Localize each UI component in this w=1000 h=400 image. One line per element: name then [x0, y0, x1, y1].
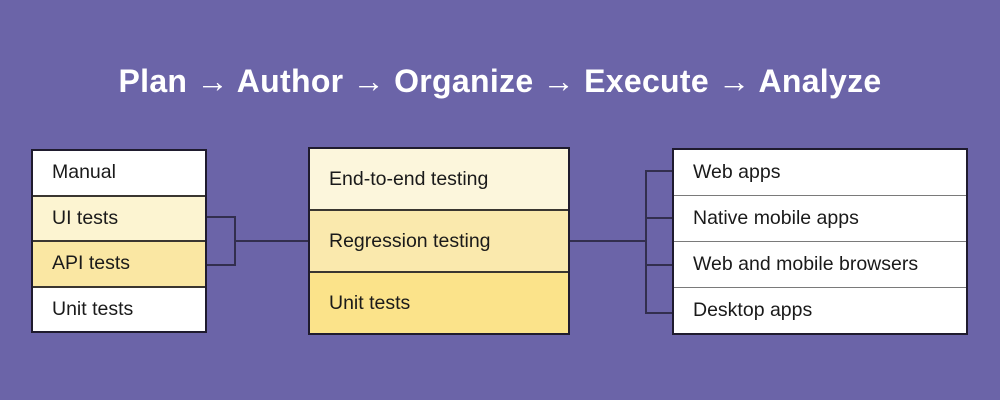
connector-middle-to-right: [570, 240, 645, 242]
connector-right-bracket-vertical: [645, 170, 647, 314]
list-item-regression-testing: Regression testing: [310, 209, 568, 271]
workflow-title: Plan → Author → Organize → Execute → Ana…: [118, 63, 882, 99]
connector-right-stub-browsers: [645, 264, 672, 266]
list-item-api-tests: API tests: [33, 240, 205, 286]
list-item-web-apps: Web apps: [674, 150, 966, 195]
platforms-list: Web apps Native mobile apps Web and mobi…: [672, 148, 968, 335]
list-item-ui-tests: UI tests: [33, 194, 205, 240]
connector-right-stub-desktop-apps: [645, 312, 672, 314]
list-item-end-to-end-testing: End-to-end testing: [310, 149, 568, 209]
list-item-desktop-apps: Desktop apps: [674, 287, 966, 333]
list-item-web-and-mobile-browsers: Web and mobile browsers: [674, 241, 966, 287]
list-item-unit-tests: Unit tests: [33, 285, 205, 331]
connector-left-stub-ui-tests: [207, 216, 236, 218]
connector-right-stub-web-apps: [645, 170, 672, 172]
connector-left-stub-api-tests: [207, 264, 236, 266]
list-item-native-mobile-apps: Native mobile apps: [674, 195, 966, 241]
list-item-unit-tests-level: Unit tests: [310, 271, 568, 333]
test-types-list: Manual UI tests API tests Unit tests: [31, 149, 207, 333]
testing-levels-list: End-to-end testing Regression testing Un…: [308, 147, 570, 335]
connector-left-to-middle: [234, 240, 308, 242]
list-item-manual: Manual: [33, 151, 205, 195]
connector-right-stub-native-mobile: [645, 217, 672, 219]
